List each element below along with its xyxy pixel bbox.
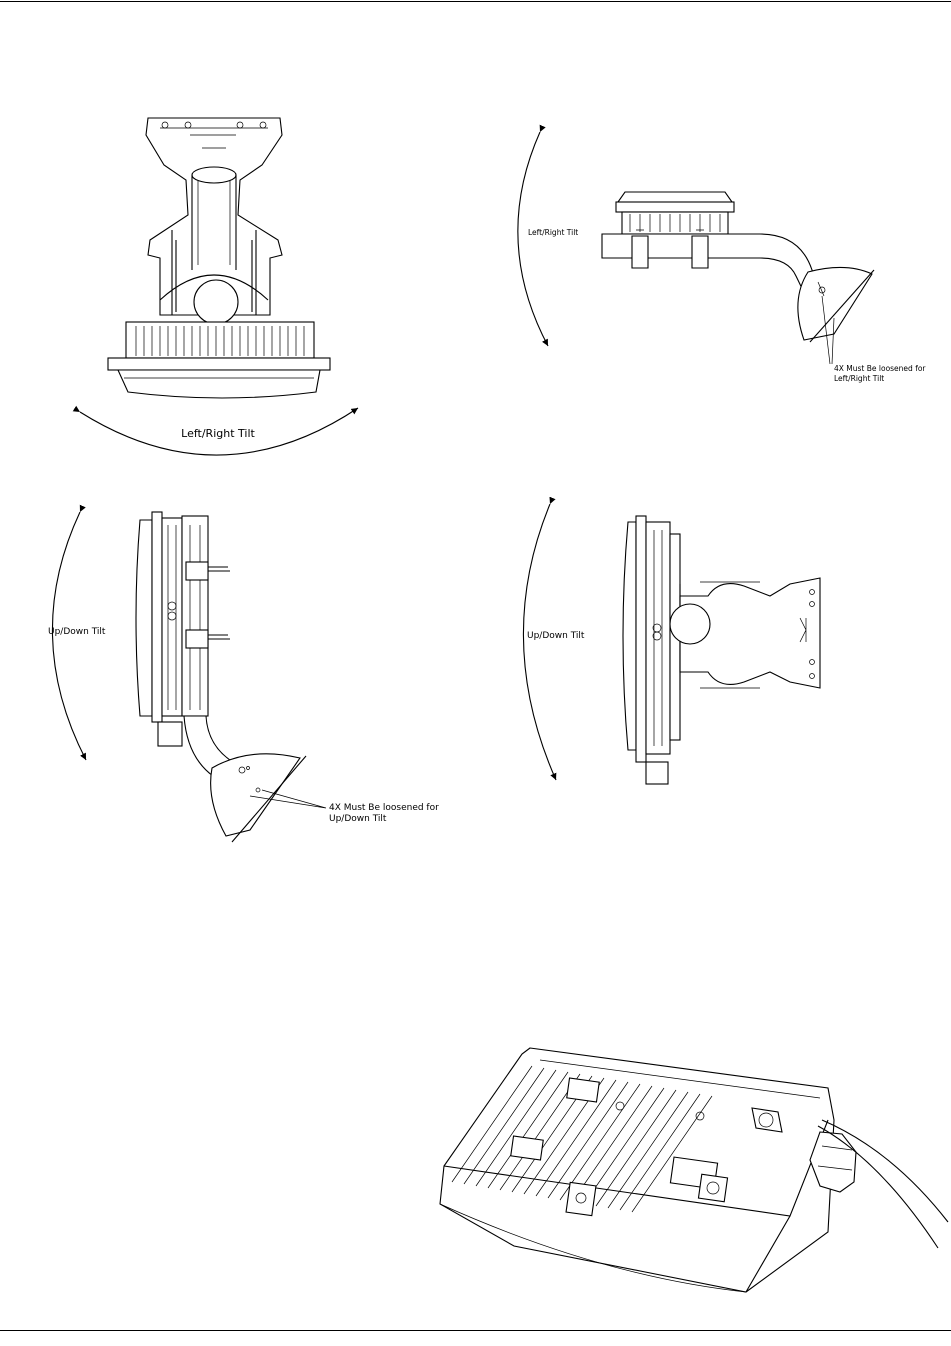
tilt-label-front: Left/Right Tilt	[181, 427, 255, 440]
tilt-label-rear: Up/Down Tilt	[527, 631, 585, 641]
radio-unit-top	[616, 192, 734, 234]
front-view: Left/Right Tilt	[80, 118, 358, 455]
radio-unit-isometric	[440, 1048, 834, 1292]
mount-arm-top	[602, 230, 826, 305]
pole-clamp-top	[798, 267, 874, 342]
rear-view: Up/Down Tilt	[523, 504, 820, 784]
tilt-arrow-top	[518, 132, 548, 346]
callout-top-line2: Left/Right Tilt	[834, 374, 884, 383]
callout-side-line1: 4X Must Be loosened for	[329, 803, 439, 813]
radio-unit-front	[108, 322, 330, 398]
radio-unit-rear	[623, 516, 680, 784]
callout-side-line2: Up/Down Tilt	[329, 814, 387, 824]
side-view: Up/Down Tilt 4X Must Be loosened for	[48, 512, 439, 842]
tilt-label-side: Up/Down Tilt	[48, 627, 106, 637]
radio-unit-side	[136, 512, 208, 746]
pole-clamp-side	[211, 754, 306, 842]
pole-section-rear	[670, 604, 710, 644]
top-view: Left/Right Tilt 4X Must Be loosened for …	[518, 132, 927, 383]
isometric-view	[440, 1048, 948, 1292]
tilt-arrow-rear	[523, 504, 556, 780]
pole-section-front	[194, 280, 238, 324]
tilt-label-top: Left/Right Tilt	[528, 228, 578, 237]
callout-top-line1: 4X Must Be loosened for	[834, 364, 926, 373]
